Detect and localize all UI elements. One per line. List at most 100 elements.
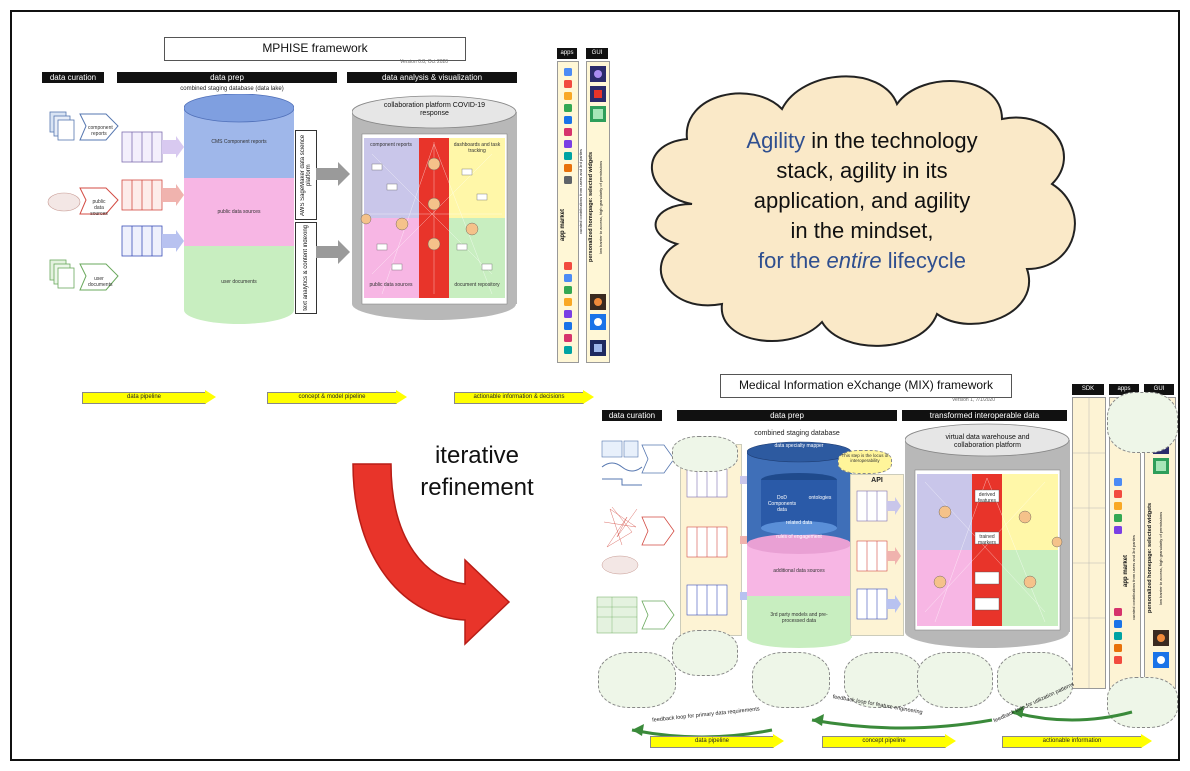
top-pipeline-concept-label: concept & model pipeline: [298, 394, 366, 400]
mix-callout-sdk: [1107, 392, 1178, 453]
mphise-title: MPHISE framework: [164, 37, 466, 61]
header-data-analysis: data analysis & visualization: [347, 72, 517, 83]
mix-pipeline-data-label: data pipeline: [694, 738, 730, 744]
slide: MPHISE framework Version 0.8, Oct 2020 d…: [10, 10, 1180, 761]
mix-cyl-label-mapper: data specialty mapper: [774, 443, 824, 449]
cylinder-label-cms: CMS Component reports: [211, 139, 267, 145]
cloud-line-5b: entire: [826, 248, 882, 273]
source-documents-top: [46, 110, 126, 345]
mix-cyl-label-3rdparty: 3rd party models and pre-processed data: [770, 612, 828, 624]
header-apps-top: apps: [557, 48, 577, 59]
top-pipeline-concept: concept & model pipeline: [267, 390, 407, 404]
mix-appmarket-sub: curated contributions from users and 3rd…: [1131, 535, 1136, 621]
homepage-sub-top: low barrier to access, high granularity …: [598, 160, 603, 254]
mix-header-apps: apps: [1109, 384, 1139, 395]
iterative-line-2: refinement: [420, 474, 534, 501]
text-analytics-label: text analytics & content indexing: [303, 225, 309, 311]
mphise-version: Version 0.8, Oct 2020: [400, 59, 449, 65]
mix-header-sdk: SDK: [1072, 384, 1104, 395]
mix-cyl-label-additional: additional data sources: [773, 568, 825, 574]
mix-pipeline-concept: concept pipeline: [822, 734, 956, 748]
text-analytics-box: text analytics & content indexing: [295, 222, 317, 314]
mix-cyl-label-rules: rules of engagement: [776, 534, 822, 540]
mphise-title-text: MPHISE framework: [262, 41, 368, 55]
collab-sub-dashboards: dashboards and task tracking: [453, 142, 501, 154]
cloud-line-4: in the mindset,: [790, 218, 934, 243]
cloud-line-3: application, and agility: [753, 188, 971, 213]
mix-staging-label: combined staging database: [754, 430, 840, 437]
cloud-highlight-agility: Agility: [746, 128, 806, 153]
mix-homepage-label: personalized homepage: selected widgets: [1147, 502, 1153, 614]
mix-warehouse-cylinder: virtual data warehouse and collaboration…: [905, 422, 1070, 652]
collab-sub-docs: document repository: [454, 282, 500, 288]
cloud-line-5a: for the: [758, 248, 827, 273]
source-label-1: component reports: [88, 125, 113, 137]
staging-label: combined staging database (data lake): [180, 86, 284, 92]
mix-cyl-label-related: related data: [785, 520, 813, 526]
mix-callout-staging: [752, 652, 830, 708]
mix-pipeline-data: data pipeline: [650, 734, 784, 748]
header-data-prep: data prep: [117, 72, 337, 83]
mix-api-right-label: API: [871, 477, 883, 484]
top-pipeline-actionable: actionable information & decisions: [454, 390, 594, 404]
mix-cyl-label-dod: DoD Components data: [767, 495, 797, 513]
header-gui-top: GUI: [586, 48, 608, 59]
cloud-line-5: for the entire lifecycle: [692, 246, 1032, 276]
mix-callout-curation: [598, 652, 676, 708]
cloud-line-2: stack, agility in its: [776, 158, 948, 183]
mix-interop-callout: This step is the locus of interoperabili…: [838, 450, 892, 474]
mix-pipeline-actionable-label: actionable information: [1042, 738, 1102, 744]
cloud-text: Agility in the technology stack, agility…: [692, 126, 1032, 276]
mix-version: Version 1, 7/1/2020: [952, 397, 996, 403]
cloud-line-1: Agility in the technology: [692, 126, 1032, 156]
collab-title: collaboration platform COVID-19 response: [383, 102, 486, 117]
iterative-refinement: iterative refinement: [397, 440, 557, 504]
staging-cylinder: CMS Component reports public data source…: [184, 94, 294, 324]
mix-trained-markers: trained markers: [977, 534, 997, 546]
red-curved-arrow: [347, 452, 517, 657]
mix-header-prep: data prep: [677, 410, 897, 421]
source-label-3: user documents: [88, 276, 113, 288]
intake-grid: [120, 130, 185, 265]
mix-derived-features: derived features: [977, 492, 997, 504]
collab-platform-cylinder: collaboration platform COVID-19 response…: [352, 94, 517, 324]
mix-pipeline-concept-label: concept pipeline: [862, 738, 906, 744]
mix-api-left: API: [680, 444, 742, 636]
mix-callout-api-top: [672, 436, 738, 472]
mix-callout-api-bottom: [672, 630, 738, 676]
collab-sub-reports: component reports: [370, 142, 412, 148]
appmarket-sub-top: curated contributions from users and 3rd…: [578, 149, 583, 235]
source-label-2: public data sources: [90, 199, 108, 217]
mix-cyl-label-ontologies: ontologies: [808, 495, 832, 501]
mix-header-gui: GUI: [1144, 384, 1174, 395]
collab-sub-public: public data sources: [369, 282, 413, 288]
mix-sdk-column: [1072, 397, 1106, 689]
top-pipeline-data-label: data pipeline: [126, 394, 162, 400]
mix-warehouse-title: virtual data warehouse and collaboration…: [945, 434, 1030, 449]
mix-staging-cylinder: data specialty mapper DoD Components dat…: [747, 440, 852, 650]
iterative-line-1: iterative: [434, 442, 520, 469]
homepage-label-top: personalized homepage: selected widgets: [588, 151, 594, 263]
mix-homepage-sub: low barrier to access, high granularity …: [1158, 511, 1163, 605]
top-pipeline-actionable-label: actionable information & decisions: [473, 394, 565, 400]
mix-header-curation: data curation: [602, 410, 662, 421]
mix-appmarket-label: app market: [1123, 555, 1129, 588]
agility-cloud: Agility in the technology stack, agility…: [622, 64, 1092, 359]
gui-column-top: personalized homepage: selected widgets …: [586, 61, 610, 363]
sagemaker-label: AWS SageMaker data science platform: [300, 134, 312, 216]
mix-api-right: API: [850, 474, 904, 636]
mix-pipeline-actionable: actionable information: [1002, 734, 1152, 748]
header-data-curation: data curation: [42, 72, 104, 83]
mix-callout-discovery: [997, 652, 1073, 708]
mix-sources: [592, 437, 677, 642]
apps-column-top: app market: [557, 61, 579, 363]
cloud-line-1-rest: in the technology: [805, 128, 978, 153]
mix-callout-gui: [1107, 677, 1178, 728]
cylinder-label-user: user documents: [221, 279, 257, 285]
cloud-line-5c: lifecycle: [881, 248, 966, 273]
mix-callout-transform: [917, 652, 993, 708]
mix-header-transformed: transformed interoperable data: [902, 410, 1067, 421]
mix-title-text: Medical Information eXchange (MIX) frame…: [738, 378, 994, 392]
platform-arrows: [316, 162, 352, 277]
top-pipeline-data: data pipeline: [82, 390, 216, 404]
